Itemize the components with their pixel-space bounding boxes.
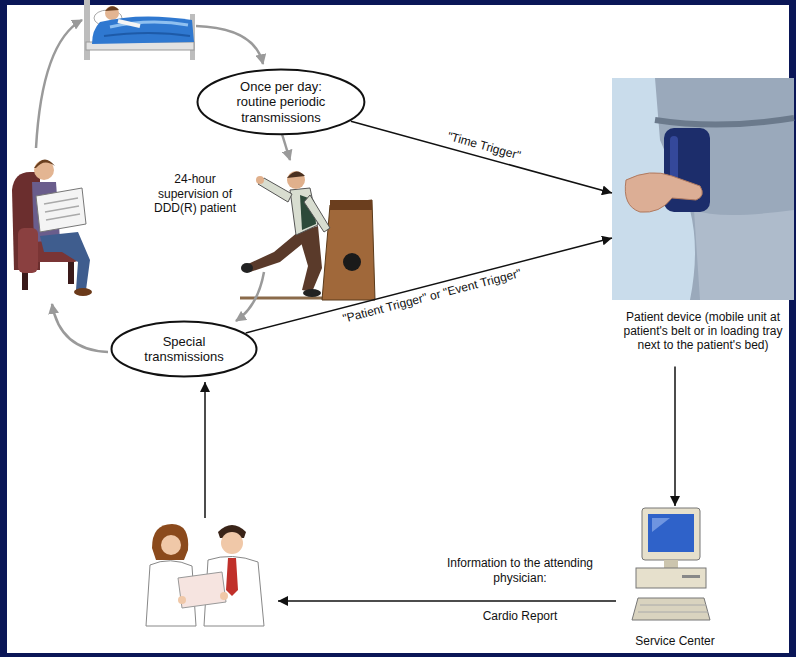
computer-figure-part	[638, 605, 708, 612]
node-text: Service Center	[620, 634, 730, 648]
reading-man-figure-part	[74, 288, 92, 296]
node-text: Special transmissions	[136, 334, 232, 365]
reading-man-figure-part	[34, 159, 55, 168]
reading-man-figure-part	[18, 228, 38, 273]
edge-label: "Time Trigger"	[443, 129, 525, 164]
bed-patient-figure-part	[105, 6, 119, 11]
cycle-arrows-part	[282, 134, 290, 160]
bowler-figure-part	[240, 297, 330, 300]
node-text: Patient device (mobile unit at patient's…	[612, 310, 794, 352]
bed-patient-figure-part	[118, 21, 140, 26]
computer-figure-part	[648, 514, 694, 552]
physicians-figure-part	[178, 572, 226, 608]
ellipse-outline	[198, 70, 365, 135]
service-center-node: Service Center	[620, 506, 730, 648]
physicians-figure-part	[226, 558, 238, 596]
note-label: Cardio Report	[445, 609, 595, 624]
physicians-figure-part	[161, 535, 181, 555]
bowler-figure-part	[298, 226, 322, 292]
cycle-arrows-part	[52, 304, 108, 352]
transmission-ellipse: Special transmissions	[110, 320, 258, 378]
patient-device-photo-part	[612, 78, 794, 300]
transmission-ellipse: Once per day: routine periodic transmiss…	[196, 68, 366, 136]
computer-figure-part	[632, 598, 710, 620]
edge-label: "Patient Trigger" or "Event Trigger"	[338, 265, 525, 327]
bowler-figure-part	[241, 263, 253, 273]
trigger-arrow	[351, 121, 612, 193]
bowler-figure-part	[287, 171, 305, 178]
trigger-arrow	[674, 366, 676, 506]
bed-patient-figure	[84, 0, 195, 60]
bed-patient-figure-part	[84, 0, 90, 60]
cycle-arrows	[36, 20, 290, 352]
computer-figure-part	[682, 575, 700, 578]
physicians-figure	[146, 524, 264, 626]
bed-patient-figure-part	[92, 16, 194, 44]
bowler-figure-part	[287, 171, 305, 189]
bowler-figure-part	[304, 195, 330, 232]
device-caption-node: Patient device (mobile unit at patient's…	[612, 78, 794, 366]
bowler-figure-part	[303, 289, 321, 297]
note-label: 24-hour supervision of DDD(R) patient	[146, 172, 244, 216]
computer-figure-part	[652, 518, 670, 532]
patient-device-photo-part	[625, 173, 702, 212]
physicians-figure-part	[152, 524, 188, 560]
reading-man-figure-part	[40, 232, 90, 290]
computer-figure-part	[636, 568, 706, 588]
bowler-figure-part	[330, 200, 372, 210]
note-label: Information to the attending physician:	[445, 556, 595, 585]
bed-patient-figure-part	[104, 33, 190, 36]
cycle-arrows-part	[236, 272, 264, 321]
report-arrows-part	[204, 382, 206, 518]
reading-man-figure-part	[34, 160, 54, 180]
reading-man-figure-part	[68, 262, 74, 284]
patient-device-photo-part	[655, 118, 794, 125]
node-text: Once per day: routine periodic transmiss…	[222, 79, 340, 125]
reading-man-figure-part	[44, 198, 80, 220]
computer-figure-part	[642, 508, 700, 560]
physicians-figure-part	[221, 532, 243, 554]
report-arrows	[205, 382, 616, 601]
bed-patient-figure-part	[105, 6, 119, 20]
physicians-figure-part	[220, 592, 228, 600]
bowler-figure-part	[256, 176, 264, 184]
ellipse-outline	[112, 322, 257, 377]
trigger-arrow	[246, 238, 612, 333]
cycle-arrows-part	[36, 20, 82, 148]
bowler-figure-part	[343, 253, 361, 271]
report-arrows-part	[278, 600, 616, 602]
physicians-figure-part	[178, 596, 186, 604]
reading-man-figure	[12, 159, 92, 296]
reading-man-figure-part	[36, 188, 86, 232]
cycle-arrows-part	[196, 26, 263, 64]
computer-figure-part	[664, 560, 678, 568]
bowler-figure-part	[322, 200, 375, 300]
computer-figure	[632, 508, 710, 620]
bowler-figure	[240, 171, 375, 300]
patient-device-photo	[612, 78, 794, 300]
patient-device-photo-part	[694, 210, 794, 300]
bed-patient-figure-part	[110, 22, 188, 27]
